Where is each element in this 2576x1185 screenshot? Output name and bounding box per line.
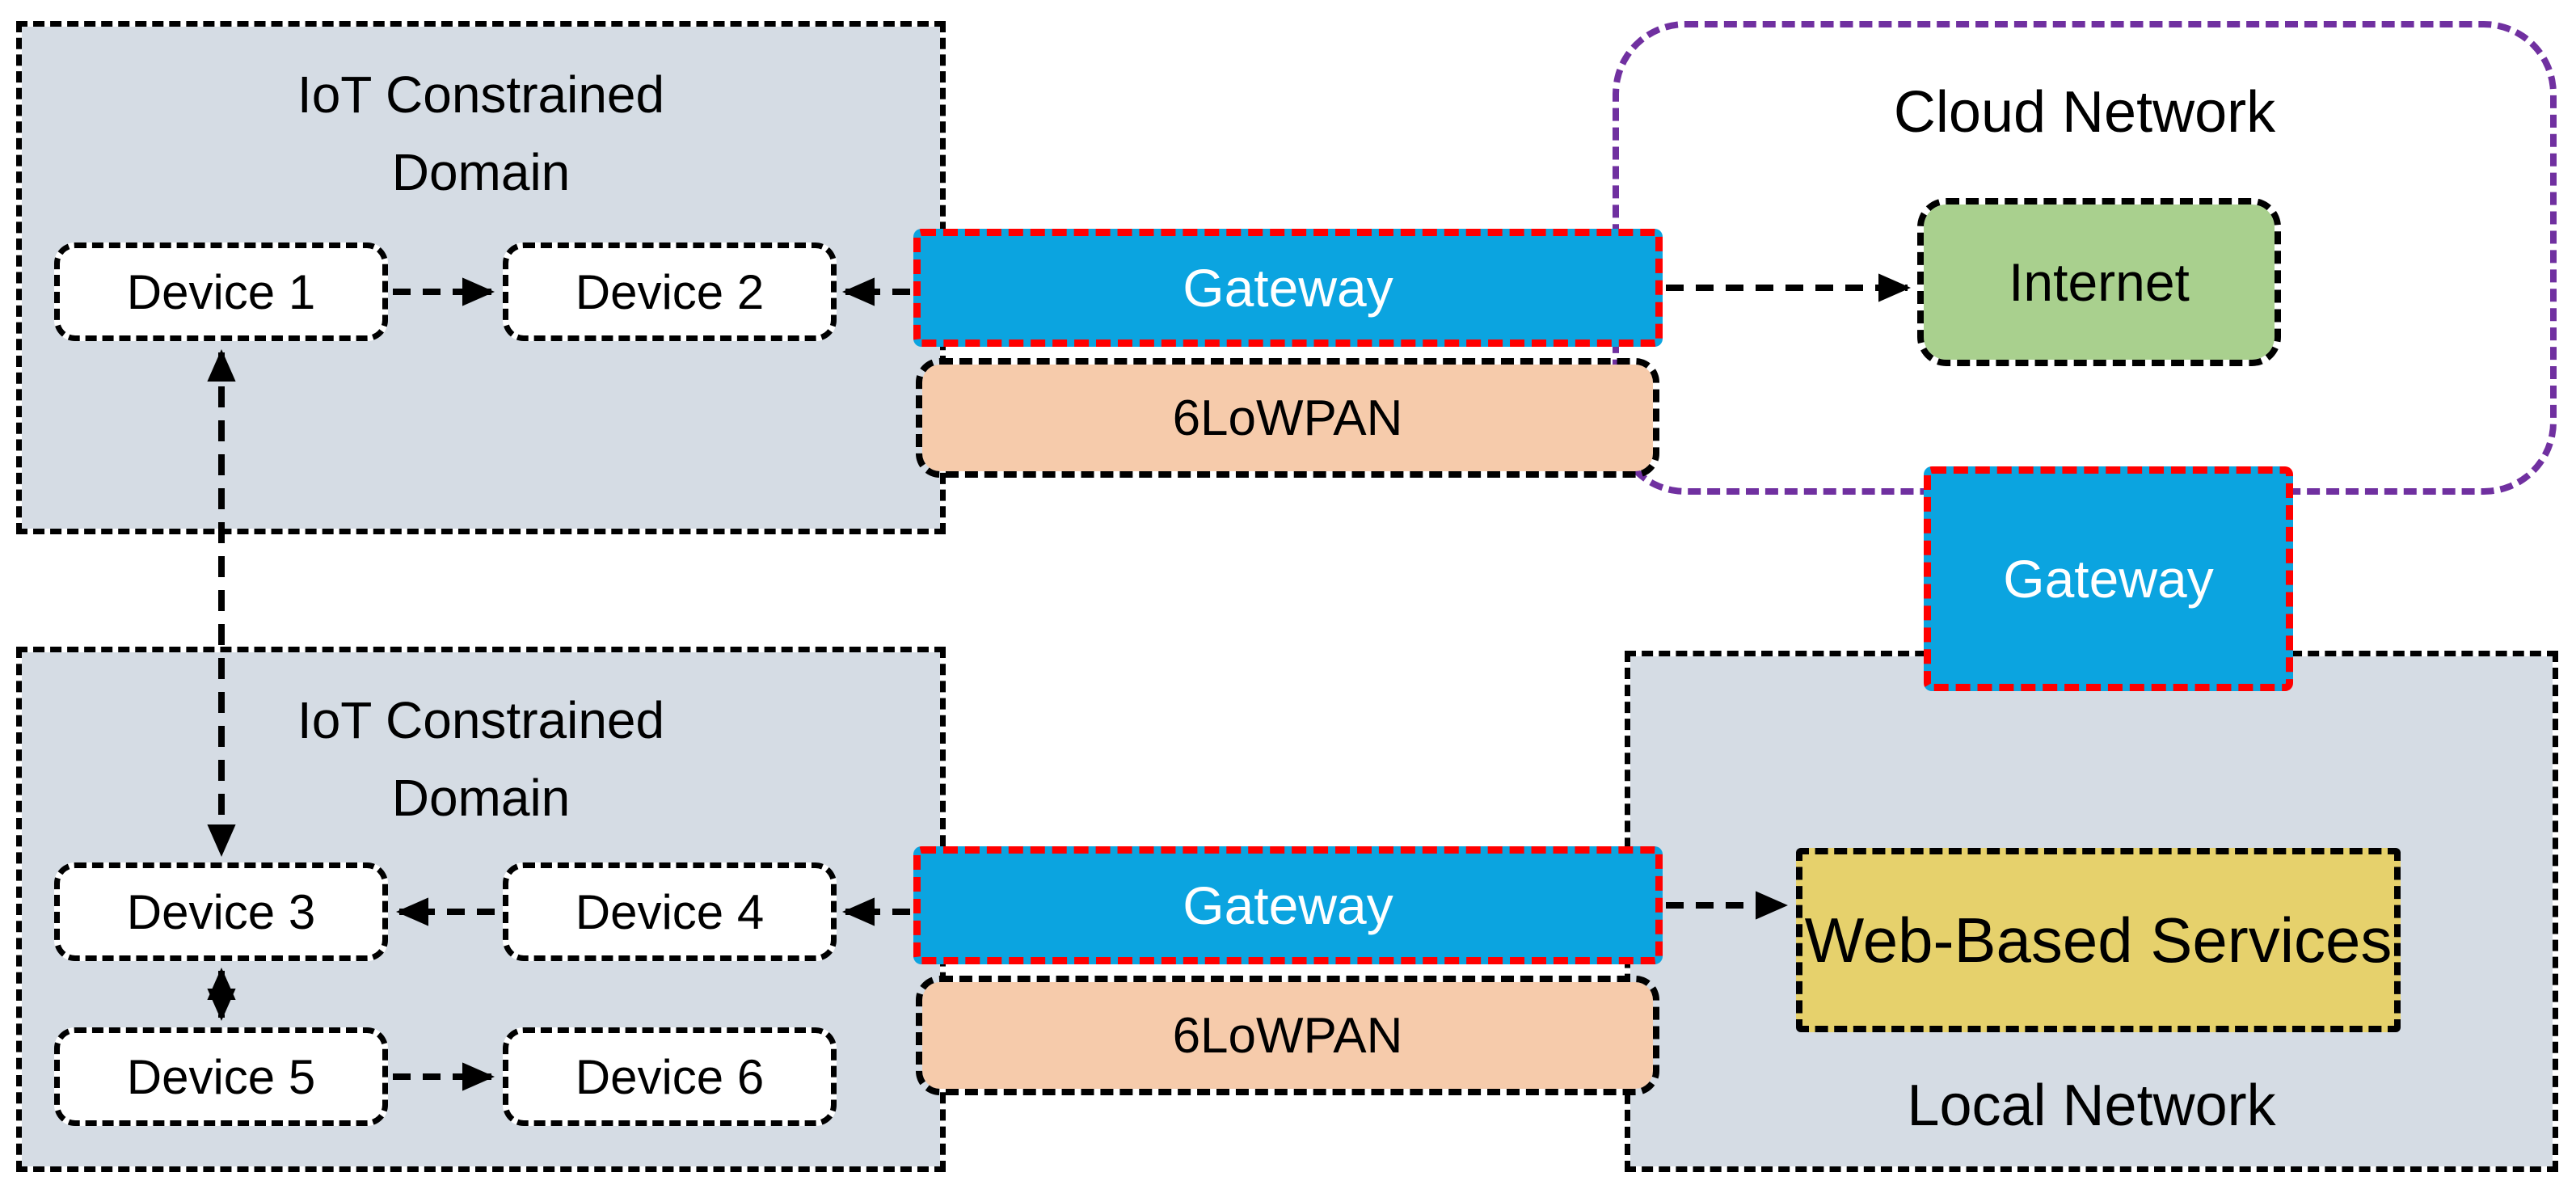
device-4-box: Device 4: [503, 862, 837, 961]
gateway-1-box: Gateway: [913, 229, 1663, 347]
iot-domain-1-title: IoT Constrained Domain: [297, 65, 665, 201]
local-network-label: Local Network: [1907, 1073, 2276, 1138]
gateway-2-box: Gateway: [1924, 466, 2293, 691]
device-1-box: Device 1: [54, 242, 388, 341]
device-5-box: Device 5: [54, 1027, 388, 1126]
device-2-box: Device 2: [503, 242, 837, 341]
cloud-network-title: Cloud Network: [1893, 80, 2276, 145]
iot-domain-2-title: IoT Constrained Domain: [297, 691, 665, 827]
device-3-box: Device 3: [54, 862, 388, 961]
device-6-box: Device 6: [503, 1027, 837, 1126]
internet-box: Internet: [1917, 198, 2281, 366]
web-based-services-box: Web-Based Services: [1796, 848, 2401, 1032]
gateway-3-box: Gateway: [913, 846, 1663, 964]
lowpan-2-box: 6LoWPAN: [916, 976, 1659, 1095]
lowpan-1-box: 6LoWPAN: [916, 358, 1659, 478]
